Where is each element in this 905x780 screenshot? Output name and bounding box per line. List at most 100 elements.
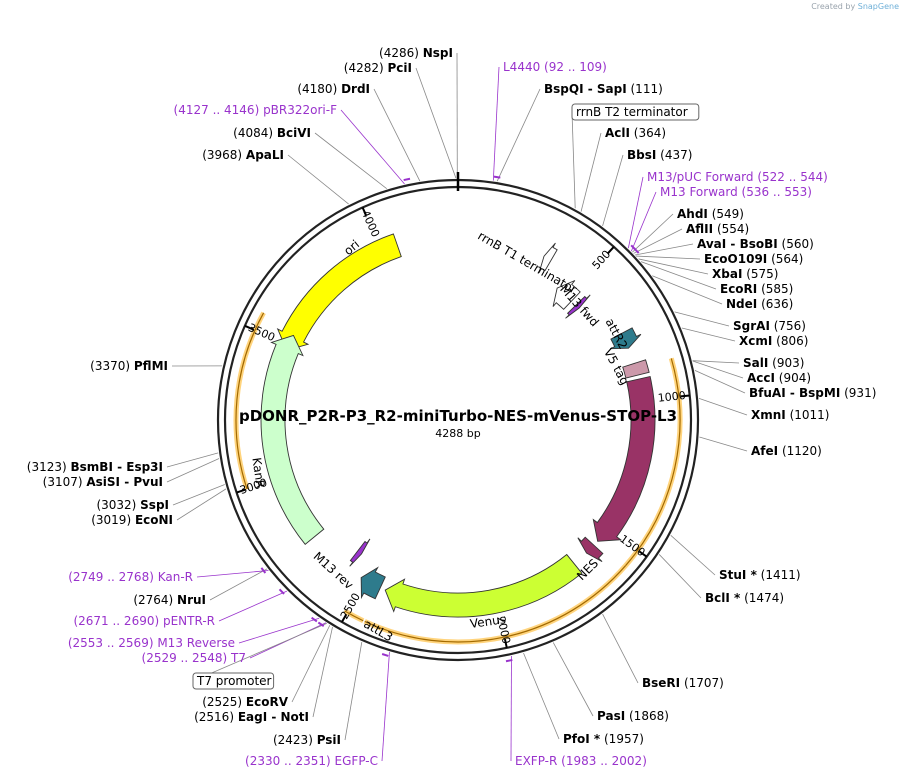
primer-m13-forward: M13 Forward (536 .. 553) — [660, 185, 812, 199]
enzyme-position: (756) — [770, 319, 806, 333]
bp-tick — [341, 613, 348, 623]
enzyme-position: (560) — [778, 237, 814, 251]
bp-tick-label: 1000 — [657, 389, 686, 405]
enzyme-leader-line — [658, 554, 702, 599]
bp-tick — [607, 246, 615, 255]
enzyme-position: (3370) — [90, 359, 134, 373]
enzyme-leader-line — [699, 436, 748, 452]
feature-attr2[interactable] — [609, 327, 642, 350]
feature-miniturbo[interactable] — [592, 375, 656, 542]
primer-labels: L4440 (92 .. 109)(4127 .. 4146) pBR322or… — [68, 60, 828, 768]
enzyme-position: (554) — [713, 222, 749, 236]
enzyme-position: (564) — [767, 252, 803, 266]
primer-name: M13/pUC Forward — [647, 170, 754, 184]
enzyme-name: AclI — [605, 126, 630, 140]
primer-site-mark — [381, 653, 389, 657]
enzyme-alias: - SapI — [584, 82, 627, 96]
enzyme-name: BfuAI — [749, 386, 786, 400]
primer-range: (92 .. 109) — [540, 60, 607, 74]
highlight-band-line — [235, 312, 265, 490]
feature-t2[interactable] — [538, 242, 558, 274]
enzyme-nrui: (2764) NruI — [133, 593, 206, 607]
enzyme-name: BseRI — [642, 676, 680, 690]
primer-leader-line — [340, 109, 405, 185]
enzyme-position: (806) — [772, 334, 808, 348]
enzyme-name: EagI — [238, 710, 267, 724]
enzyme-position: (1957) — [600, 732, 644, 746]
enzyme-name: NdeI — [726, 297, 757, 311]
enzyme-name: BbsI — [627, 148, 656, 162]
plasmid-name: pDONR_P2R-P3_R2-miniTurbo-NES-mVenus-STO… — [239, 407, 677, 425]
enzyme-sgrai: SgrAI (756) — [733, 319, 806, 333]
feature-m13rev[interactable] — [349, 538, 371, 567]
enzyme-position: (2525) — [202, 695, 246, 709]
feature-m13fwd[interactable] — [565, 294, 591, 319]
leader-lines — [166, 52, 748, 762]
enzyme-position: (1011) — [786, 408, 830, 422]
enzyme-name: XbaI — [712, 267, 742, 281]
enzyme-bcivi: (4084) BciVI — [233, 126, 311, 140]
enzyme-alias: - PvuI — [120, 475, 163, 489]
enzyme-position: (931) — [840, 386, 876, 400]
primer-kan-r: (2749 .. 2768) Kan-R — [68, 570, 193, 584]
enzyme-alias: - NotI — [267, 710, 309, 724]
enzyme-name: AfeI — [751, 444, 778, 458]
enzyme-name: EcoRV — [246, 695, 289, 709]
primer-name: T7 — [230, 651, 246, 665]
enzyme-leader-line — [692, 360, 740, 364]
enzyme-pcii: (4282) PciI — [344, 61, 412, 75]
enzyme-name: StuI * — [719, 568, 758, 582]
enzyme-name: PciI — [388, 61, 413, 75]
feature-label-attl3: attL3 — [361, 617, 395, 645]
enzyme-xbai: XbaI (575) — [712, 267, 779, 281]
enzyme-position: (904) — [775, 371, 811, 385]
enzyme-position: (437) — [656, 148, 692, 162]
enzyme-eagi: (2516) EagI - NotI — [194, 710, 309, 724]
enzyme-position: (903) — [768, 356, 804, 370]
primer-l4440: L4440 (92 .. 109) — [503, 60, 607, 74]
feature-attl3[interactable] — [360, 566, 386, 600]
feature-nes[interactable] — [577, 536, 604, 562]
enzyme-name: PasI — [597, 709, 625, 723]
enzyme-position: (3032) — [96, 498, 140, 512]
primer-leader-line — [238, 617, 320, 644]
enzyme-leader-line — [652, 275, 723, 305]
enzyme-bspqi: BspQI - SapI (111) — [544, 82, 663, 96]
enzyme-sali: SalI (903) — [743, 356, 804, 370]
enzyme-leader-line — [209, 568, 268, 601]
enzyme-position: (4282) — [344, 61, 388, 75]
enzyme-position: (1868) — [625, 709, 669, 723]
credit-prefix: Created by — [811, 2, 856, 11]
enzyme-acli: AclI (364) — [605, 126, 666, 140]
feature-v5[interactable] — [622, 359, 650, 379]
bp-tick — [503, 638, 508, 649]
feature-t1[interactable] — [552, 280, 581, 310]
highlight-band-line — [364, 565, 627, 643]
enzyme-apali: (3968) ApaLI — [202, 148, 284, 162]
enzyme-leader-line — [312, 626, 333, 718]
enzyme-position: (1120) — [778, 444, 822, 458]
enzyme-position: (1707) — [680, 676, 724, 690]
enzyme-ecorv: (2525) EcoRV — [202, 695, 289, 709]
enzyme-drdi: (4180) DrdI — [297, 82, 370, 96]
enzyme-name: EcoO109I — [704, 252, 767, 266]
enzyme-name: SspI — [140, 498, 169, 512]
enzyme-leader-line — [692, 360, 744, 379]
boxed-label-t7-promoter: T7 promoter — [196, 674, 272, 688]
enzyme-pasi: PasI (1868) — [597, 709, 669, 723]
enzyme-position: (364) — [630, 126, 666, 140]
enzyme-leader-line — [496, 88, 541, 182]
feature-highlights — [233, 311, 683, 645]
enzyme-avai: AvaI - BsoBI (560) — [697, 237, 814, 251]
primer-range: (2553 .. 2569) — [68, 636, 158, 650]
feature-label-m13-rev: M13 rev — [311, 549, 356, 592]
feature-venus[interactable] — [384, 553, 583, 618]
primer-site-mark — [493, 175, 501, 179]
primer-range: (1983 .. 2002) — [557, 754, 647, 768]
bp-tick — [361, 207, 368, 217]
enzyme-position: (585) — [757, 282, 793, 296]
primer-range: (522 .. 544) — [754, 170, 828, 184]
feature-kanr[interactable] — [260, 334, 325, 545]
primer-t7: (2529 .. 2548) T7 — [142, 651, 246, 665]
